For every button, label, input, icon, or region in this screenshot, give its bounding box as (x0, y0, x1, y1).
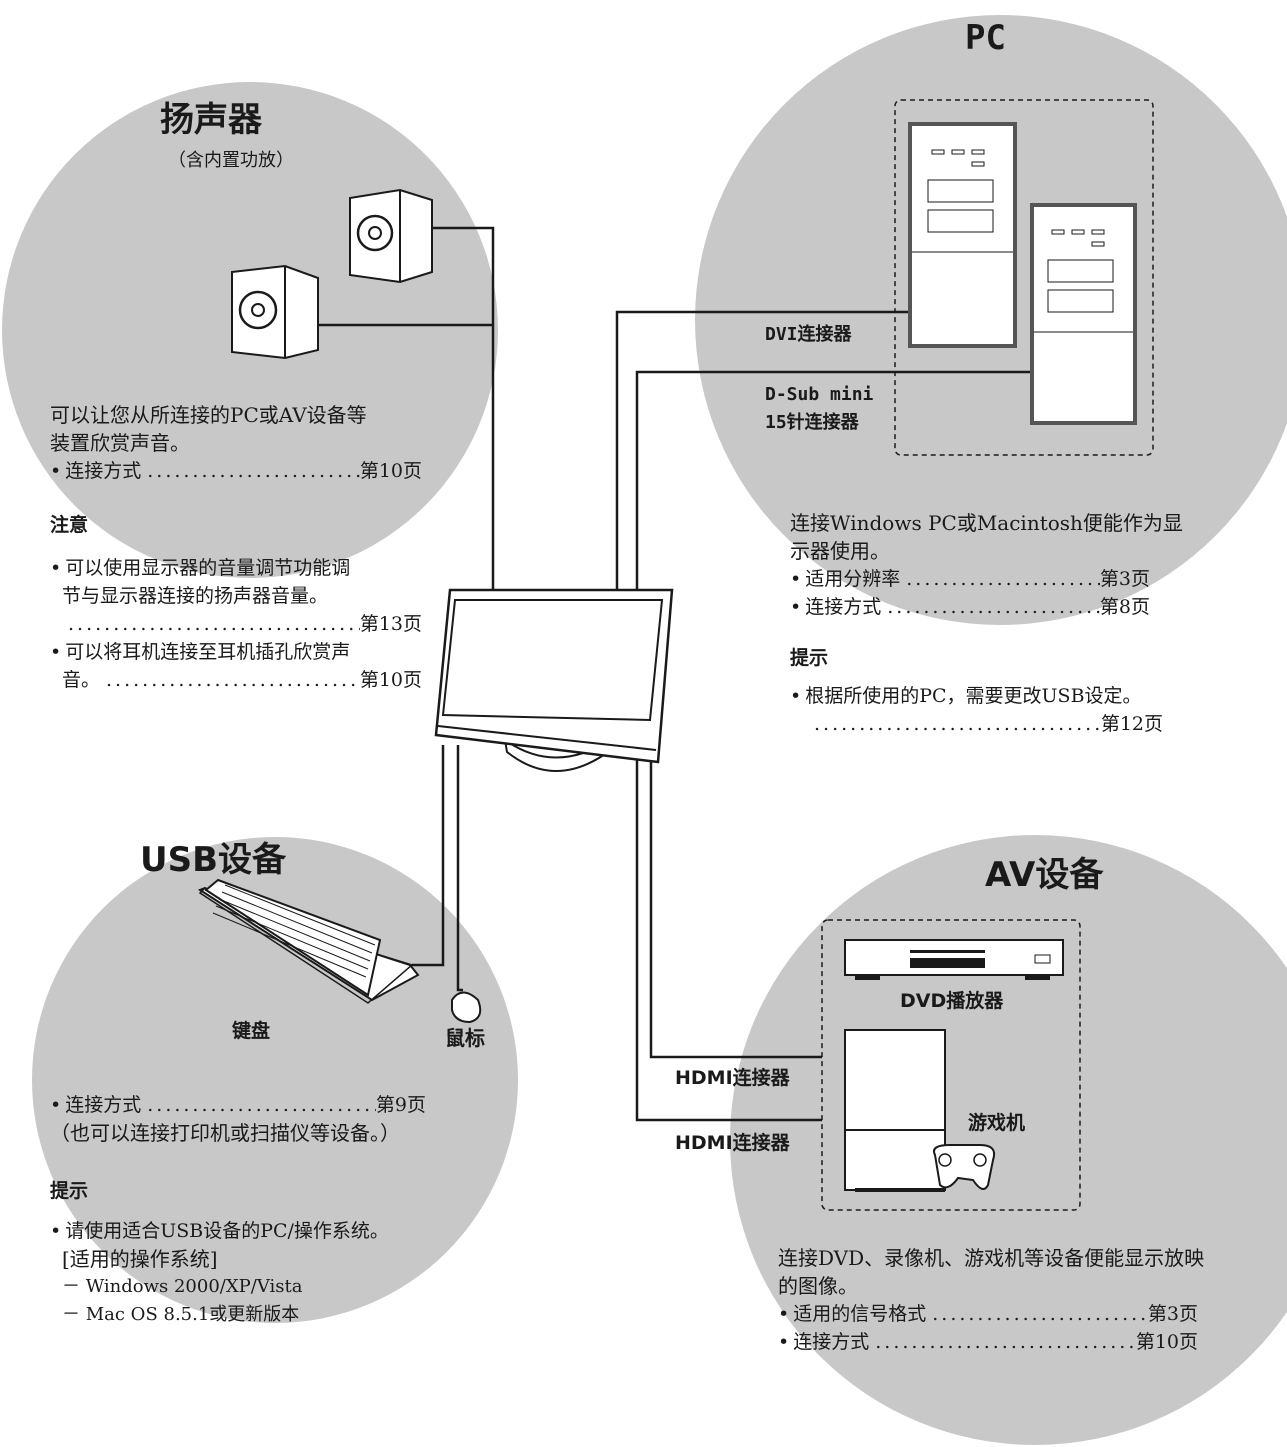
av-signal-page: 第3页 (1147, 1303, 1198, 1325)
speakers-note1-page: 第13页 (359, 613, 422, 635)
usb-connect-row: •连接方式................................第9页 (50, 1094, 426, 1116)
pc-desc-line1: 连接Windows PC或Macintosh便能作为显 (790, 511, 1183, 535)
av-title: AV设备 (985, 855, 1104, 895)
av-circle (730, 835, 1287, 1445)
speakers-connect-page: 第10页 (359, 460, 422, 482)
speakers-note2-line1: •可以将耳机连接至耳机插孔欣赏声 (50, 641, 351, 663)
mouse-icon (451, 991, 482, 1024)
usb-circle (32, 837, 518, 1323)
av-connect-label: 连接方式 (793, 1331, 870, 1353)
pc-hint-page: 第12页 (1100, 713, 1163, 735)
monitor-icon (434, 588, 674, 772)
usb-hint-line1: •请使用适合USB设备的PC/操作系统。 (50, 1220, 389, 1242)
hdmi-connector-label-1: HDMI连接器 (675, 1067, 790, 1089)
speakers-desc-line1: 可以让您从所连接的PC或AV设备等 (50, 403, 367, 427)
speakers-connect-label: 连接方式 (65, 460, 142, 482)
hdmi-connector-label-2: HDMI连接器 (675, 1132, 790, 1154)
pc-res-row: •适用分辨率................................第3… (790, 568, 1150, 590)
pc-hint-page-row: ........................................… (814, 713, 1163, 735)
dvi-connector-label: DVI连接器 (765, 324, 852, 345)
dsub-connector-label-line1: D-Sub mini (765, 384, 874, 405)
speakers-note2-line2: 音。 (62, 669, 101, 691)
pc-res-page: 第3页 (1099, 568, 1150, 590)
usb-hint-heading: 提示 (50, 1180, 89, 1202)
dvd-player-icon (844, 939, 1064, 980)
pc-tower-icon-2 (1030, 203, 1137, 425)
usb-os-2: － Mac OS 8.5.1或更新版本 (62, 1304, 300, 1325)
keyboard-label: 键盘 (232, 1020, 271, 1042)
usb-connect-label: 连接方式 (65, 1094, 142, 1116)
dsub-connector-label-line2: 15针连接器 (765, 412, 859, 433)
pc-connect-label: 连接方式 (805, 596, 882, 618)
usb-connect-page: 第9页 (375, 1094, 426, 1116)
usb-title: USB设备 (140, 840, 287, 880)
pc-connect-page: 第8页 (1099, 596, 1150, 618)
speakers-title: 扬声器 (160, 100, 262, 140)
hdmi-cable-1 (649, 755, 822, 1059)
keyboard-icon (197, 878, 420, 1004)
pc-hint-line1: •根据所使用的PC，需要更改USB设定。 (790, 685, 1142, 707)
av-signal-row: •适用的信号格式................................… (778, 1303, 1198, 1325)
hdmi-cable-2 (635, 755, 822, 1122)
dvd-player-label: DVD播放器 (900, 990, 1004, 1012)
usb-hint-line2: [适用的操作系统] (62, 1247, 218, 1271)
pc-title: PC (965, 18, 1006, 58)
speakers-subtitle: （含内置功放） (168, 150, 294, 171)
speakers-note2-row: 音。....................................第1… (62, 669, 422, 691)
dsub-cable (635, 370, 1032, 590)
mouse-cable (456, 745, 463, 992)
mouse-label: 鼠标 (445, 1026, 485, 1050)
speaker-cable-1 (432, 226, 495, 590)
pc-connect-row: •连接方式................................第8页 (790, 596, 1150, 618)
usb-connect-note: （也可以连接打印机或扫描仪等设备。） (50, 1121, 400, 1145)
speakers-note1-page-row: ........................................… (68, 613, 422, 635)
speaker-icon-1 (349, 188, 433, 284)
game-console-icon (844, 1029, 996, 1192)
usb-os-1: － Windows 2000/XP/Vista (62, 1276, 303, 1297)
pc-hint-heading: 提示 (790, 647, 829, 669)
game-console-label: 游戏机 (968, 1112, 1026, 1134)
av-connect-page: 第10页 (1135, 1331, 1198, 1353)
speakers-desc-line2: 装置欣赏声音。 (50, 431, 190, 455)
pc-dashed-box (894, 99, 1154, 456)
speakers-note-heading: 注意 (50, 514, 89, 536)
av-signal-label: 适用的信号格式 (793, 1303, 927, 1325)
cables (318, 226, 1032, 1122)
pc-desc-line2: 示器使用。 (790, 539, 890, 563)
av-dashed-box (821, 919, 1081, 1211)
pc-tower-icon-1 (908, 122, 1017, 348)
pc-res-label: 适用分辨率 (805, 568, 901, 590)
dvi-cable (615, 310, 912, 590)
speakers-note1-line1: •可以使用显示器的音量调节功能调 (50, 557, 351, 579)
speakers-connect-row: •连接方式................................第10… (50, 460, 422, 482)
speakers-note1-line2: 节与显示器连接的扬声器音量。 (62, 585, 329, 607)
av-desc-line1: 连接DVD、录像机、游戏机等设备便能显示放映 (778, 1246, 1205, 1270)
speaker-icon-2 (231, 264, 319, 360)
speakers-note2-page: 第10页 (359, 669, 422, 691)
av-desc-line2: 的图像。 (778, 1274, 858, 1298)
keyboard-cable (412, 745, 445, 967)
av-connect-row: •连接方式................................第10… (778, 1331, 1198, 1353)
